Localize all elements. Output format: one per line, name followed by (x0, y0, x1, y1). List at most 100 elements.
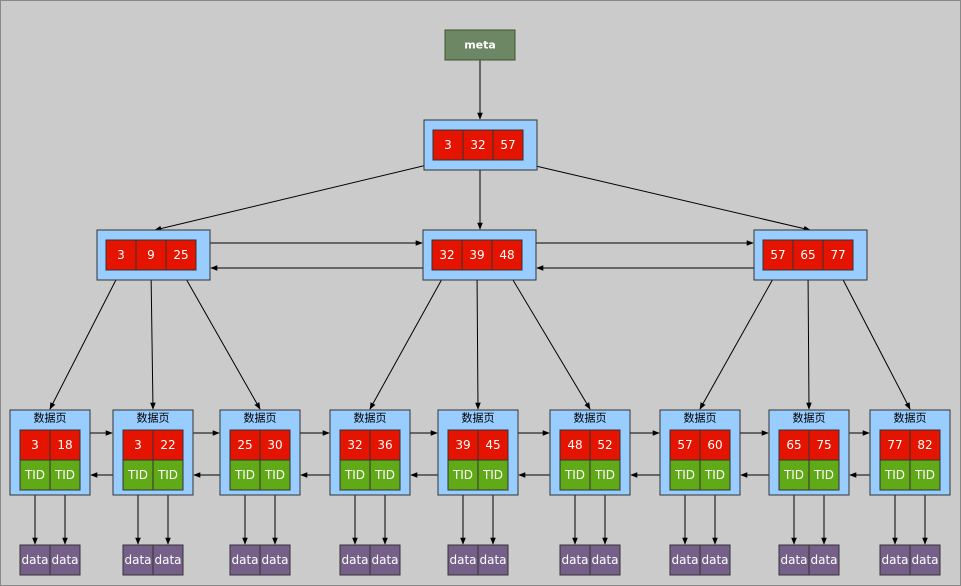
leaf-8-data-0-text: data (881, 553, 908, 567)
leaf-3-tid-0 (339, 459, 371, 491)
leaf-5-tid-1-text: TID (594, 468, 615, 482)
leaf-8-data-1 (909, 544, 941, 576)
leaf-5-tid-0 (559, 459, 591, 491)
leaf-6-data-1 (699, 544, 731, 576)
edge-branch-1-leaf-5 (506, 269, 591, 410)
leaf-8-title: 数据页 (894, 411, 927, 425)
branch-node-0-key-0 (105, 239, 137, 271)
leaf-8-tid-0-text: TID (884, 468, 905, 482)
edge-branch-1-leaf-4 (475, 269, 481, 410)
root-node-key-0 (432, 129, 464, 161)
leaf-3-title: 数据页 (354, 411, 387, 425)
branch-node-2-key-1-text: 65 (800, 248, 815, 262)
leaf-0-key-0 (19, 429, 51, 461)
leaf-5-key-1 (589, 429, 621, 461)
leaf-7-key-1-text: 75 (816, 438, 831, 452)
leaf-3-key-1 (369, 429, 401, 461)
leaf-2-data-0 (229, 544, 261, 576)
leaf-6-data-0 (669, 544, 701, 576)
leaf-1-tid-1-text: TID (157, 468, 178, 482)
leaf-6-tid-0-text: TID (674, 468, 695, 482)
leaf-8-tid-1 (909, 459, 941, 491)
leaf-0-data-0 (19, 544, 51, 576)
edge-branch-2-leaf-8 (837, 269, 911, 410)
leaf-7-tid-0 (778, 459, 810, 491)
branch-node-1-key-1-text: 39 (469, 248, 484, 262)
leaf-1-tid-0-text: TID (127, 468, 148, 482)
edge-branch-1-leaf-3 (369, 269, 448, 410)
leaf-4-data-0-text: data (449, 553, 476, 567)
leaf-7-data-0 (778, 544, 810, 576)
branch-node-0-key-2-text: 25 (173, 248, 188, 262)
leaf-4-key-1 (477, 429, 509, 461)
leaf-6-tid-1 (699, 459, 731, 491)
leaf-6-tid-1-text: TID (704, 468, 725, 482)
leaf-7-tid-1-text: TID (813, 468, 834, 482)
root-node-key-1-text: 32 (470, 138, 485, 152)
leaf-7-key-0-text: 65 (786, 438, 801, 452)
branch-node-2-key-2-text: 77 (830, 248, 845, 262)
leaf-0-tid-1 (49, 459, 81, 491)
meta-label: meta (464, 39, 496, 52)
root-node-key-2 (492, 129, 524, 161)
edge-branch-2-leaf-7 (806, 269, 812, 410)
leaf-0-tid-0-text: TID (24, 468, 45, 482)
leaf-7-data-1-text: data (810, 553, 837, 567)
leaf-8-data-1-text: data (911, 553, 938, 567)
leaf-5-tid-1 (589, 459, 621, 491)
leaf-2-data-1 (259, 544, 291, 576)
leaf-7-data-1 (808, 544, 840, 576)
root-node-key-2-text: 57 (500, 138, 515, 152)
branch-node-0-key-2 (165, 239, 197, 271)
branch-node-1-key-0-text: 32 (439, 248, 454, 262)
leaf-4-key-1-text: 45 (485, 438, 500, 452)
edge-branch-0-leaf-1 (150, 269, 156, 410)
leaf-3-data-0 (339, 544, 371, 576)
leaf-1-tid-1 (152, 459, 184, 491)
leaf-5-key-0-text: 48 (567, 438, 582, 452)
leaf-8-key-1 (909, 429, 941, 461)
leaf-0-key-1-text: 18 (57, 438, 72, 452)
leaf-2-key-0-text: 25 (237, 438, 252, 452)
leaf-5-title: 数据页 (574, 411, 607, 425)
leaf-2-key-1 (259, 429, 291, 461)
leaf-5-tid-0-text: TID (564, 468, 585, 482)
leaf-1-key-0-text: 3 (134, 438, 142, 452)
leaf-7-key-0 (778, 429, 810, 461)
leaf-5-data-1-text: data (591, 553, 618, 567)
leaf-1-data-0 (122, 544, 154, 576)
leaf-0-data-0-text: data (21, 553, 48, 567)
leaf-0-title: 数据页 (34, 411, 67, 425)
edge-root-branch-2 (509, 159, 811, 232)
leaf-2-title: 数据页 (244, 411, 277, 425)
leaf-4-tid-0-text: TID (452, 468, 473, 482)
branch-node-2-key-1 (792, 239, 824, 271)
leaf-3-tid-1-text: TID (374, 468, 395, 482)
leaf-6-title: 数据页 (684, 411, 717, 425)
leaf-1-title: 数据页 (137, 411, 170, 425)
branch-node-2-key-0-text: 57 (770, 248, 785, 262)
leaf-3-key-1-text: 36 (377, 438, 392, 452)
leaf-3-key-0 (339, 429, 371, 461)
leaf-7-data-0-text: data (780, 553, 807, 567)
leaf-4-tid-1 (477, 459, 509, 491)
leaf-7-tid-1 (808, 459, 840, 491)
edges (32, 60, 928, 545)
branch-node-1-key-2 (491, 239, 523, 271)
branch-node-0-key-1-text: 9 (147, 248, 155, 262)
leaf-3-data-1-text: data (371, 553, 398, 567)
leaf-0-data-1 (49, 544, 81, 576)
leaf-8-key-0 (879, 429, 911, 461)
leaf-4-tid-0 (447, 459, 479, 491)
leaf-6-data-1-text: data (701, 553, 728, 567)
leaf-7-tid-0-text: TID (783, 468, 804, 482)
leaf-6-key-0-text: 57 (677, 438, 692, 452)
root-node-key-0-text: 3 (444, 138, 452, 152)
leaf-2-tid-0 (229, 459, 261, 491)
branch-node-0-key-0-text: 3 (117, 248, 125, 262)
edge-branch-2-leaf-6 (699, 269, 779, 410)
leaf-5-data-1 (589, 544, 621, 576)
leaf-7-title: 数据页 (793, 411, 826, 425)
